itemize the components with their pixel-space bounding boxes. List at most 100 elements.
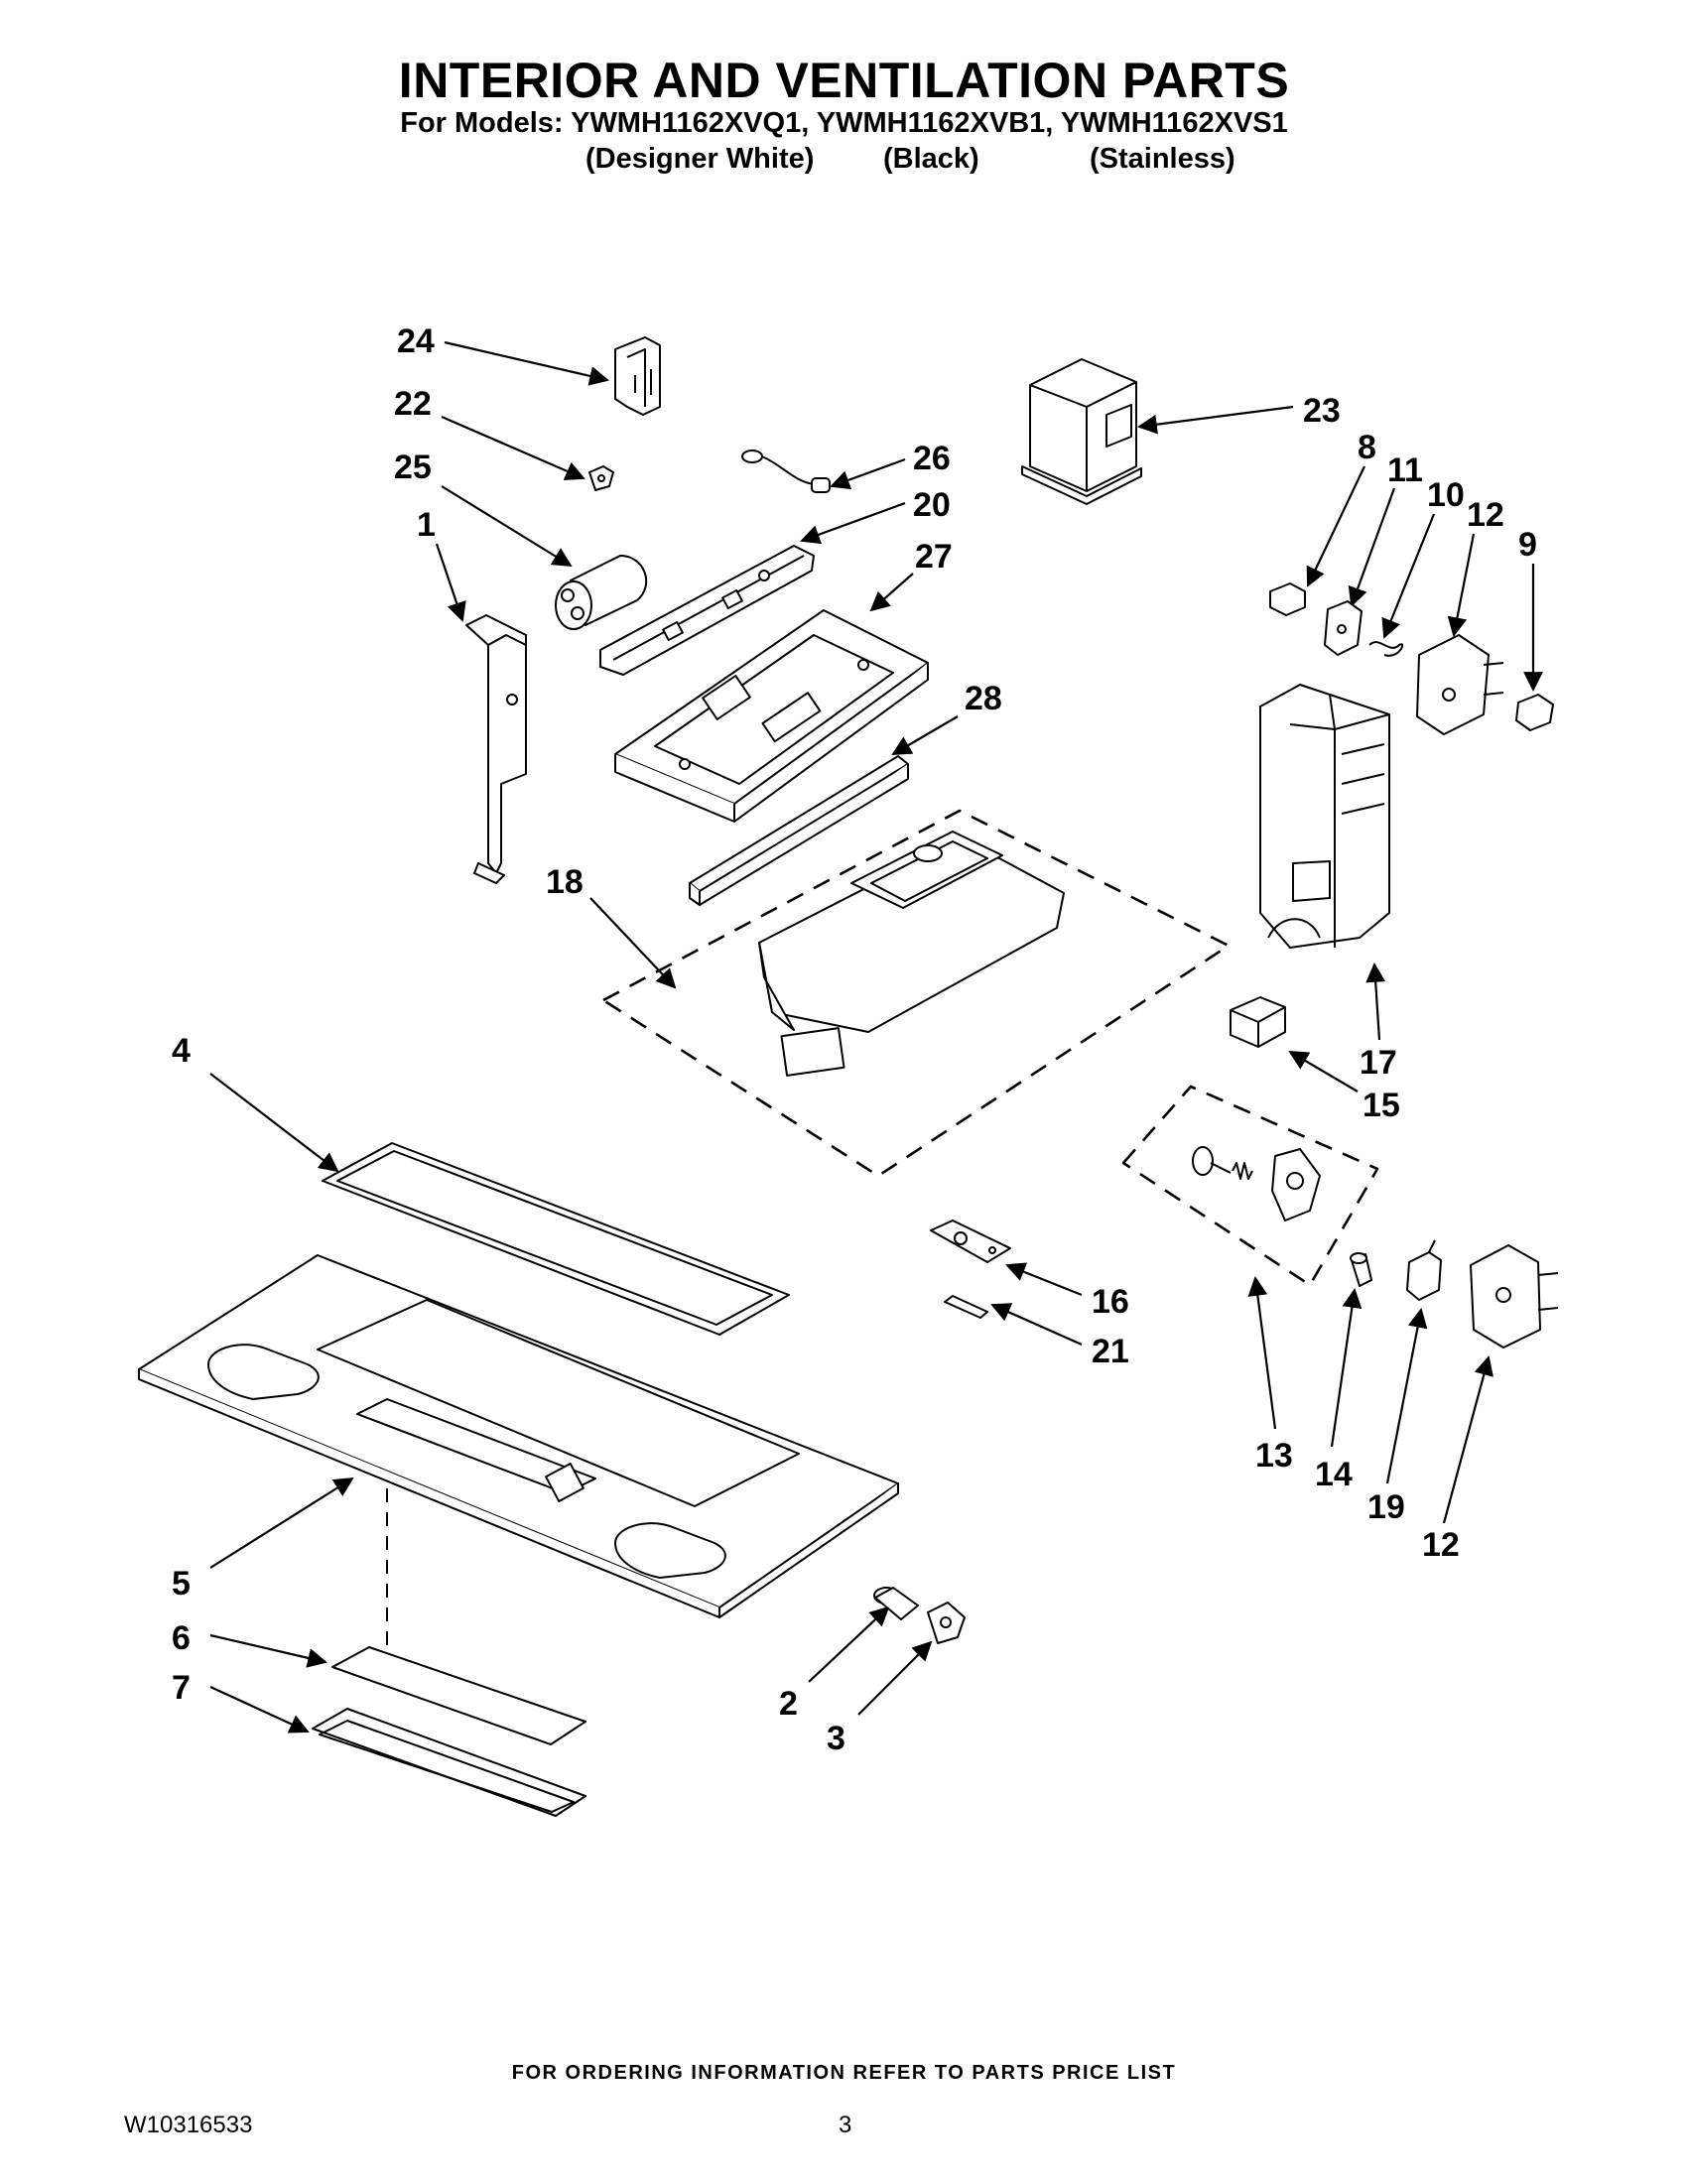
callout-21: 21 xyxy=(1092,1333,1129,1370)
leader-26 xyxy=(830,457,906,490)
callout-10: 10 xyxy=(1427,476,1465,514)
callout-6: 6 xyxy=(172,1619,191,1657)
part-25-capacitor xyxy=(555,555,648,630)
leader-12-top xyxy=(1447,533,1476,637)
callout-9: 9 xyxy=(1518,526,1537,564)
part-14-lamp-socket xyxy=(1350,1252,1372,1287)
leader-4 xyxy=(209,1073,339,1173)
callout-2: 2 xyxy=(779,1685,798,1723)
callout-4: 4 xyxy=(172,1032,191,1070)
callout-12-top: 12 xyxy=(1467,496,1504,534)
callout-13: 13 xyxy=(1255,1437,1293,1475)
part-drawings xyxy=(138,336,1559,1817)
part-26-cutout xyxy=(741,450,831,493)
ordering-note: FOR ORDERING INFORMATION REFER TO PARTS … xyxy=(511,2062,1177,2084)
leader-15 xyxy=(1288,1050,1359,1092)
part-13-dashed-outline xyxy=(1121,1085,1379,1287)
callout-15: 15 xyxy=(1363,1087,1400,1124)
leader-2 xyxy=(808,1606,890,1683)
part-5-bottom-panel xyxy=(138,1254,899,1618)
leader-11 xyxy=(1348,487,1396,607)
leader-21 xyxy=(990,1303,1083,1347)
leader-14 xyxy=(1330,1288,1363,1448)
part-19-switch xyxy=(1406,1239,1442,1301)
callout-3: 3 xyxy=(827,1720,845,1757)
part-12-interlock-top xyxy=(1416,634,1504,735)
leader-arrows xyxy=(209,340,1543,1734)
part-24-bracket xyxy=(614,336,661,416)
leader-13 xyxy=(1247,1276,1277,1430)
part-18-dashed-outline xyxy=(601,809,1231,1178)
callout-26: 26 xyxy=(913,440,951,477)
callout-12-bottom: 12 xyxy=(1422,1526,1460,1564)
leader-25 xyxy=(441,485,573,568)
callout-23: 23 xyxy=(1303,392,1341,430)
callout-25: 25 xyxy=(394,449,432,486)
callout-14: 14 xyxy=(1315,1456,1353,1493)
part-20-bracket xyxy=(599,545,815,676)
leader-3 xyxy=(857,1640,933,1716)
callout-19: 19 xyxy=(1367,1488,1405,1526)
leader-7 xyxy=(209,1686,310,1734)
callout-17: 17 xyxy=(1360,1044,1397,1082)
callout-5: 5 xyxy=(172,1565,191,1603)
callout-16: 16 xyxy=(1092,1283,1129,1321)
part-3-bracket xyxy=(927,1602,966,1644)
callout-7: 7 xyxy=(172,1669,191,1707)
part-13-assembly xyxy=(1192,1146,1321,1221)
callout-labels: 24 22 25 1 26 20 27 28 23 8 11 10 12 9 1… xyxy=(172,322,1537,1757)
models-line: For Models: YWMH1162XVQ1, YWMH1162XVB1, … xyxy=(400,107,1288,139)
leader-22 xyxy=(441,415,585,480)
page-number: 3 xyxy=(839,2112,852,2138)
leader-28 xyxy=(891,715,959,755)
leader-10 xyxy=(1381,513,1436,639)
variant-designer-white: (Designer White) xyxy=(585,143,815,175)
part-27-plate xyxy=(614,609,929,823)
part-15-block xyxy=(1230,996,1286,1048)
leader-19 xyxy=(1385,1308,1428,1484)
callout-20: 20 xyxy=(913,486,951,524)
callout-24: 24 xyxy=(397,322,435,360)
callout-8: 8 xyxy=(1358,429,1376,466)
leader-5 xyxy=(209,1477,354,1569)
part-8-switch xyxy=(1269,582,1306,616)
leader-24 xyxy=(444,340,609,386)
part-2-socket xyxy=(873,1587,919,1620)
callout-27: 27 xyxy=(915,538,953,576)
leader-17 xyxy=(1365,963,1386,1041)
part-1-bracket xyxy=(465,614,527,884)
variant-stainless: (Stainless) xyxy=(1090,143,1235,175)
callout-28: 28 xyxy=(965,680,1002,717)
part-6-lens xyxy=(331,1646,586,1745)
part-17-panel xyxy=(1259,684,1390,949)
part-18-duct xyxy=(758,831,1065,1077)
leader-27 xyxy=(869,573,914,612)
leader-16 xyxy=(1005,1262,1083,1297)
callout-1: 1 xyxy=(417,506,436,544)
part-9-switch xyxy=(1515,694,1554,731)
part-10-spring xyxy=(1368,641,1404,657)
callout-11: 11 xyxy=(1387,451,1423,489)
part-21-rod xyxy=(944,1295,988,1319)
leader-23 xyxy=(1137,405,1294,435)
part-28-strip xyxy=(689,755,909,906)
part-4-filter xyxy=(322,1142,790,1336)
page-title: INTERIOR AND VENTILATION PARTS xyxy=(398,53,1290,108)
part-16-plate xyxy=(930,1220,1011,1263)
callout-18: 18 xyxy=(546,863,584,901)
part-11-holder xyxy=(1324,600,1363,656)
leader-18 xyxy=(589,897,677,989)
part-7-cover xyxy=(312,1708,586,1817)
leader-8 xyxy=(1306,465,1365,587)
leader-20 xyxy=(800,501,906,545)
part-12-interlock-bottom xyxy=(1470,1244,1559,1349)
leader-12-bottom xyxy=(1442,1355,1493,1524)
part-23-transformer xyxy=(1021,358,1142,505)
leader-6 xyxy=(209,1633,327,1668)
leader-1 xyxy=(435,543,466,622)
part-22-clip xyxy=(588,465,614,491)
callout-22: 22 xyxy=(394,385,432,423)
document-number: W10316533 xyxy=(124,2112,253,2138)
variant-black: (Black) xyxy=(883,143,979,175)
